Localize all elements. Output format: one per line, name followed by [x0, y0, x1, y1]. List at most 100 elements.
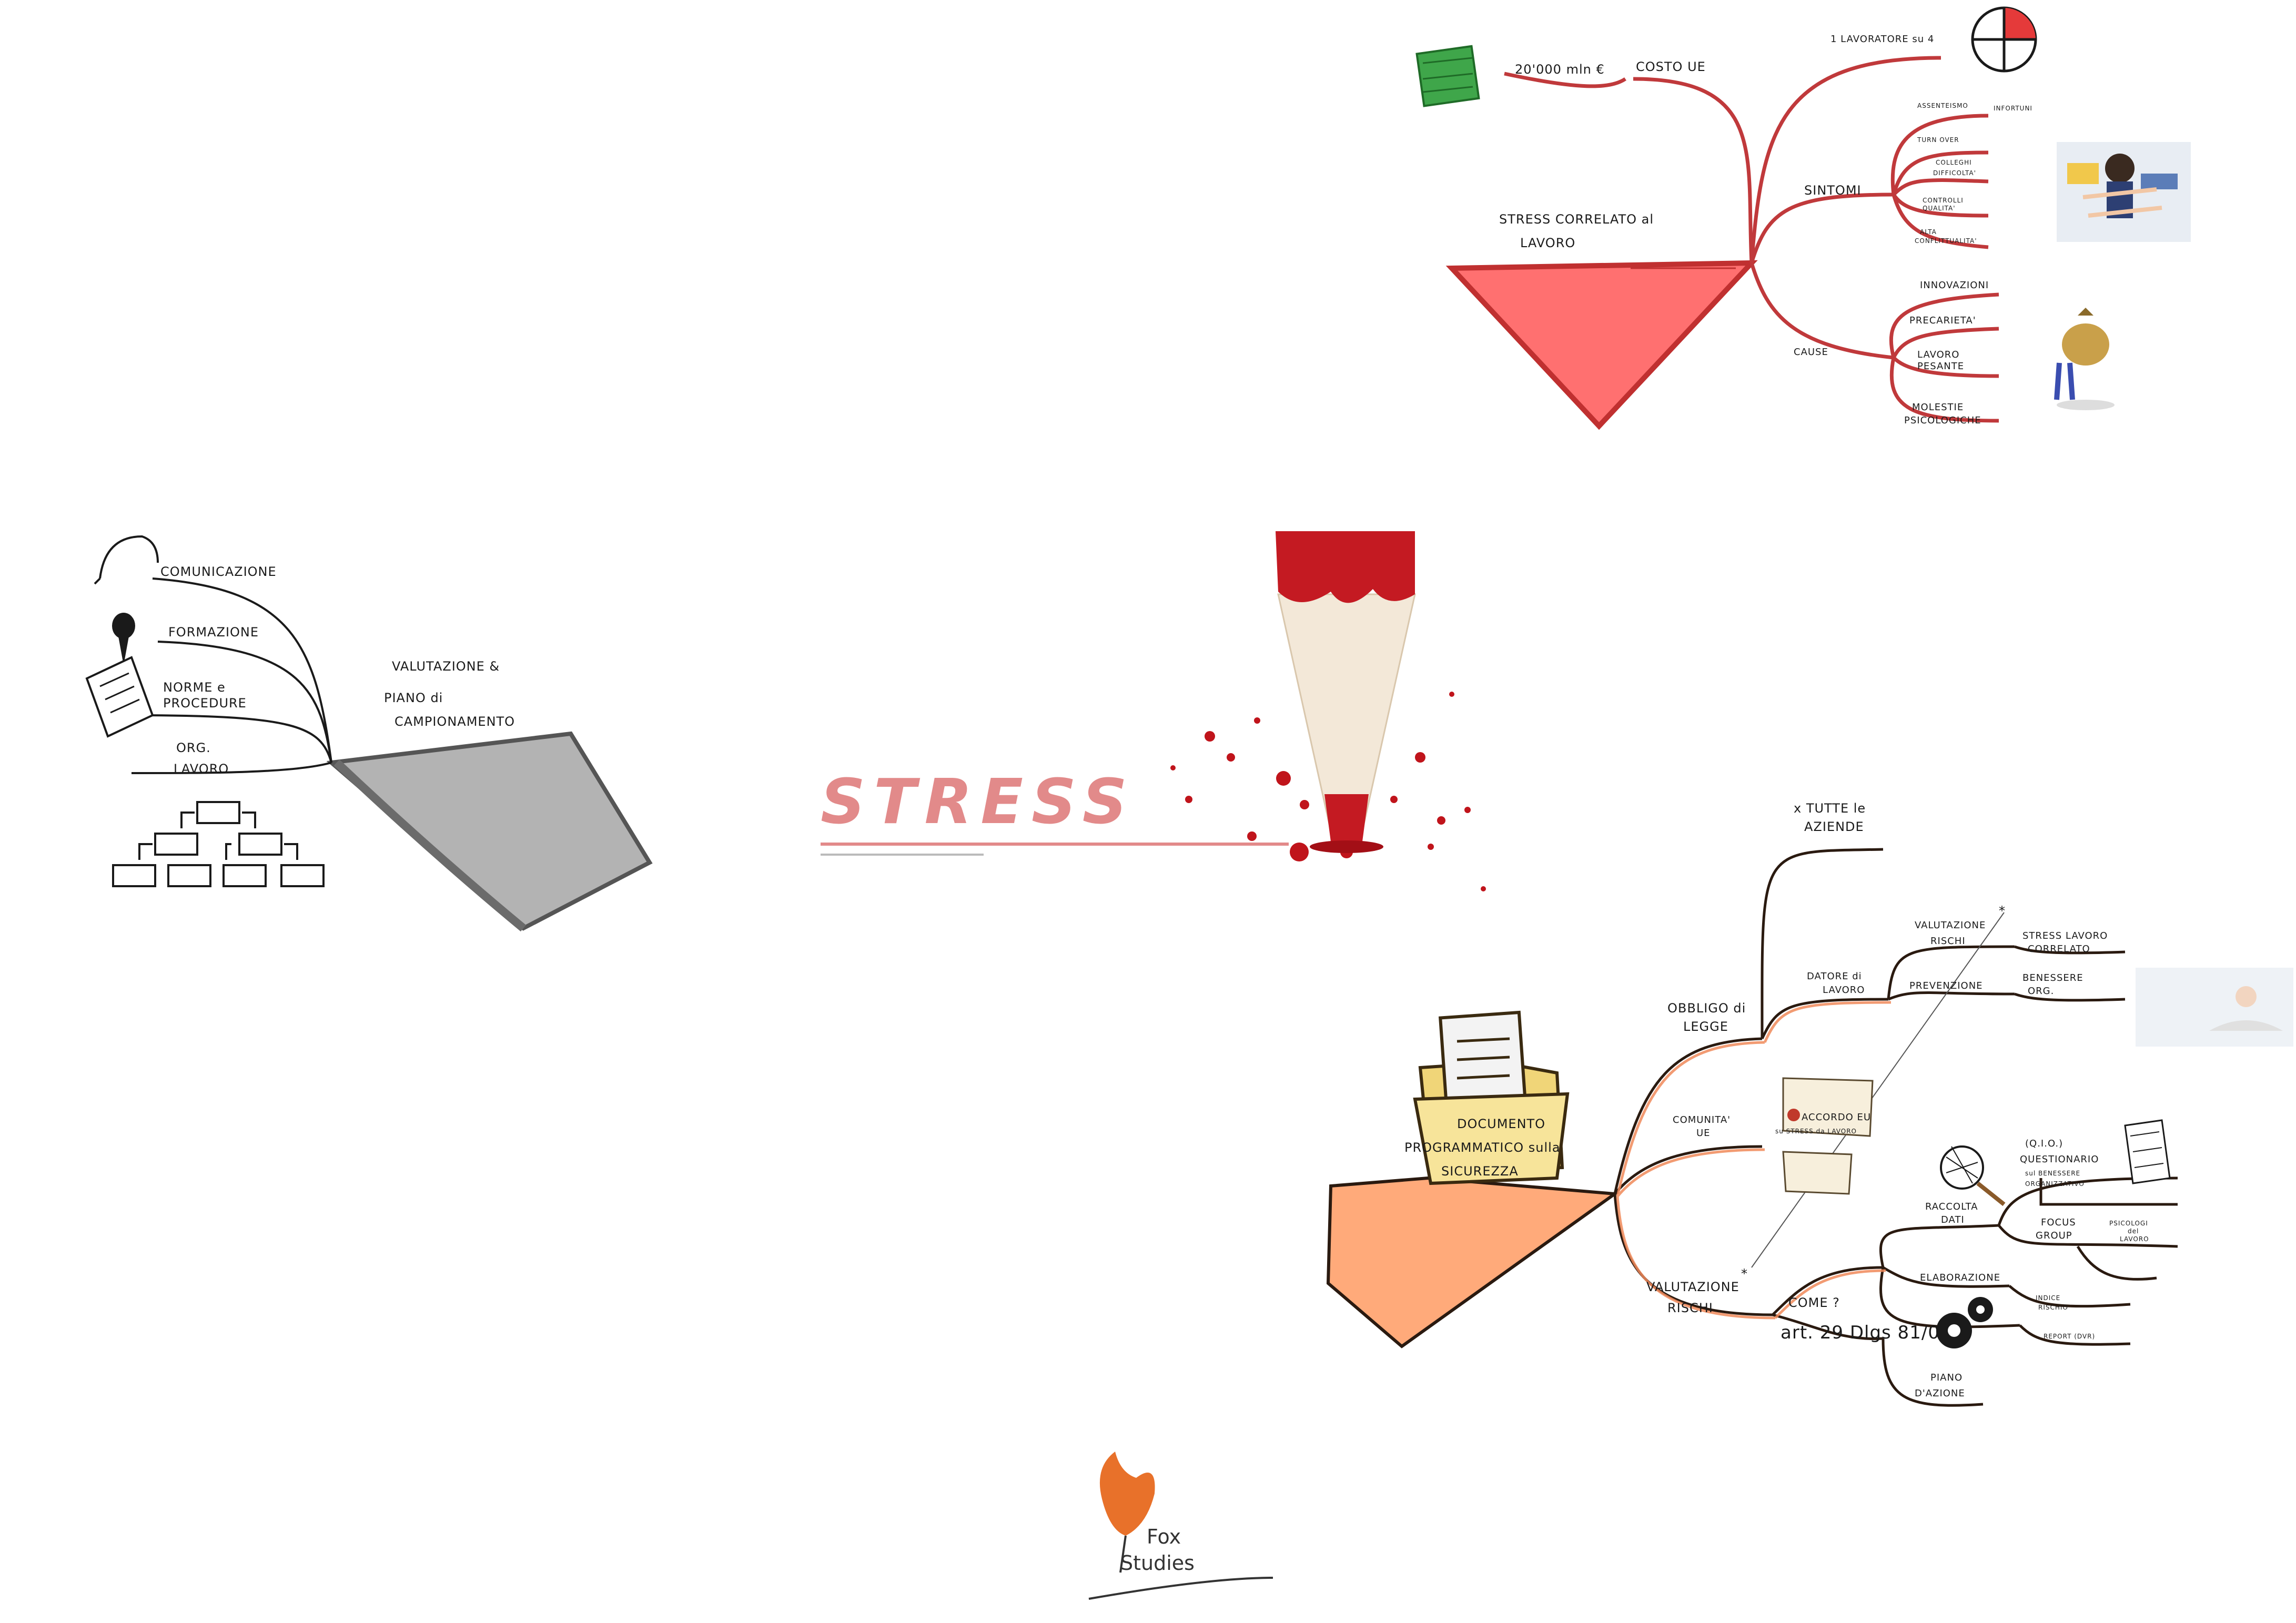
- causa-pesante: PESANTE: [1917, 361, 1964, 372]
- stress-word: STRESS: [821, 765, 1136, 838]
- piano-line2: D'AZIONE: [1915, 1388, 1965, 1399]
- scroll-icon: [1782, 1077, 1874, 1195]
- benessere-line2: ORG.: [2028, 986, 2054, 997]
- sintomo-alta: ALTA: [1920, 228, 1937, 236]
- comunita-line2: UE: [1696, 1128, 1711, 1139]
- questionario-line2: QUESTIONARIO: [2020, 1154, 2099, 1165]
- sintomi-label: SINTOMI: [1804, 183, 1862, 198]
- focus-line1: FOCUS: [2041, 1217, 2076, 1228]
- causa-lavoro: LAVORO: [1917, 349, 1959, 360]
- datore-line1: DATORE di: [1807, 971, 1862, 982]
- left-item-norme-1: NORME e: [163, 680, 226, 695]
- comunita-line1: COMUNITA': [1673, 1114, 1731, 1125]
- speech-bubble-icon: [99, 535, 159, 579]
- indice-line1: INDICE: [2036, 1294, 2060, 1302]
- ink-pool: [1310, 840, 1383, 853]
- pencil-shaft: [1276, 531, 1415, 603]
- central-stress-image: STRESS: [821, 531, 1486, 891]
- report: REPORT (DVR): [2044, 1333, 2095, 1340]
- branch-valutazione-piano: VALUTAZIONE & PIANO di CAMPIONAMENTO COM…: [85, 535, 653, 932]
- microphone-icon: [112, 613, 135, 665]
- questionnaire-sheet-icon: [2124, 1119, 2171, 1184]
- raccolta-line1: RACCOLTA: [1925, 1201, 1978, 1212]
- sintomo-infortuni: INFORTUNI: [1994, 105, 2032, 112]
- meditation-photo-icon: [2136, 968, 2293, 1047]
- valutazione-rischi-line2: RISCHI: [1930, 936, 1966, 947]
- left-item-norme-2: PROCEDURE: [163, 696, 247, 711]
- stress-lavoro-line1: STRESS LAVORO: [2022, 930, 2108, 941]
- valutazione-rischi-line1: VALUTAZIONE: [1915, 920, 1986, 931]
- obbligo-line2: LEGGE: [1683, 1019, 1728, 1034]
- psicologi-line1: PSICOLOGI: [2109, 1220, 2148, 1227]
- sintomo-turnover: TURN OVER: [1917, 136, 1959, 144]
- raccolta-line2: DATI: [1941, 1214, 1965, 1225]
- sintomo-controlli: CONTROLLI: [1923, 197, 1964, 204]
- fox-brush-icon: [1099, 1452, 1155, 1536]
- datore-line2: LAVORO: [1823, 985, 1865, 996]
- causa-psicologiche: PSICOLOGICHE: [1904, 415, 1981, 426]
- document-list-icon: [85, 656, 154, 738]
- accordo-line1: ACCORDO EU: [1802, 1112, 1871, 1123]
- come: COME ?: [1788, 1295, 1840, 1310]
- psicologi-line2: del: [2128, 1228, 2139, 1235]
- indice-line2: RISCHIO: [2038, 1304, 2068, 1311]
- branch-documento-programmatico: * * DOCUMENTO PROGRAMMATICO sulla SICURE…: [1326, 801, 2293, 1407]
- focus-line2: GROUP: [2036, 1230, 2072, 1241]
- tutte-line1: x TUTTE le: [1794, 801, 1866, 816]
- left-title-line3: CAMPIONAMENTO: [395, 714, 515, 729]
- causa-innovazioni: INNOVAZIONI: [1920, 280, 1989, 291]
- left-item-formazione: FORMAZIONE: [168, 625, 259, 640]
- valutazione-rischi-main-line2: RISCHI: [1667, 1301, 1713, 1315]
- document-line2: PROGRAMMATICO sulla: [1404, 1140, 1561, 1155]
- elaborazione: ELABORAZIONE: [1920, 1272, 2000, 1283]
- org-chart-icon: [112, 801, 325, 887]
- sintomo-colleghi: COLLEGHI: [1936, 159, 1972, 166]
- top-title-line2: LAVORO: [1520, 236, 1575, 250]
- left-item-comunicazione: COMUNICAZIONE: [160, 564, 277, 579]
- paint-splatter: [1170, 692, 1486, 891]
- left-title-line1: VALUTAZIONE &: [392, 659, 500, 674]
- worker-ratio: 1 LAVORATORE su 4: [1830, 34, 1934, 45]
- stressed-worker-icon: [2057, 142, 2191, 242]
- left-item-org-1: ORG.: [176, 741, 211, 755]
- fox-studies-logo: Fox Studies: [1088, 1452, 1273, 1600]
- sintomo-assenteismo: ASSENTEISMO: [1917, 102, 1968, 109]
- logo-line2: Studies: [1120, 1551, 1195, 1575]
- piano-line1: PIANO: [1930, 1372, 1963, 1383]
- stress-lavoro-line2: CORRELATO: [2028, 944, 2090, 955]
- obbligo-line1: OBBLIGO di: [1667, 1001, 1746, 1016]
- sintomo-qualita: QUALITA': [1923, 205, 1956, 212]
- left-title-line2: PIANO di: [384, 691, 443, 705]
- causa-precarieta: PRECARIETA': [1909, 315, 1976, 326]
- cost-value: 20'000 mln €: [1515, 62, 1605, 77]
- folder-document-icon: [1413, 1010, 1570, 1185]
- quarter-pie-icon: [1971, 6, 2037, 73]
- pencil-lead: [1324, 794, 1369, 841]
- asterisk-bottom: *: [1741, 1266, 1748, 1281]
- accordo-line2: su STRESS da LAVORO: [1775, 1128, 1857, 1135]
- top-title-line1: STRESS CORRELATO al: [1499, 212, 1654, 227]
- prevenzione: PREVENZIONE: [1909, 980, 1983, 991]
- sintomo-conflittualita: CONFLITTUALITA': [1915, 237, 1977, 245]
- orange-funnel: [1326, 1176, 1620, 1348]
- sintomo-difficolta: DIFFICOLTA': [1933, 169, 1976, 177]
- psicologi-line3: LAVORO: [2120, 1235, 2149, 1243]
- valutazione-rischi-main-line1: VALUTAZIONE: [1646, 1280, 1739, 1294]
- gears-icon: [1936, 1297, 1993, 1348]
- asterisk-top: *: [1999, 904, 2006, 918]
- questionario-line4: ORGANIZZATIVO: [2025, 1180, 2085, 1188]
- connector-line: [1751, 912, 2005, 1268]
- logo-line1: Fox: [1147, 1525, 1181, 1548]
- tutte-line2: AZIENDE: [1804, 819, 1864, 834]
- document-line1: DOCUMENTO: [1457, 1117, 1545, 1131]
- money-stack-icon: [1415, 45, 1480, 107]
- cause-label: CAUSE: [1794, 347, 1828, 358]
- left-item-org-2: LAVORO: [174, 762, 229, 776]
- red-triangle: [1445, 260, 1758, 430]
- causa-molestie: MOLESTIE: [1912, 402, 1964, 413]
- net-icon: [1940, 1145, 2006, 1206]
- questionario-line3: sul BENESSERE: [2025, 1170, 2080, 1177]
- questionario-line1: (Q.I.O.): [2025, 1138, 2063, 1149]
- branch-stress-correlato: STRESS CORRELATO al LAVORO COSTO UE 20'0…: [1415, 6, 2191, 430]
